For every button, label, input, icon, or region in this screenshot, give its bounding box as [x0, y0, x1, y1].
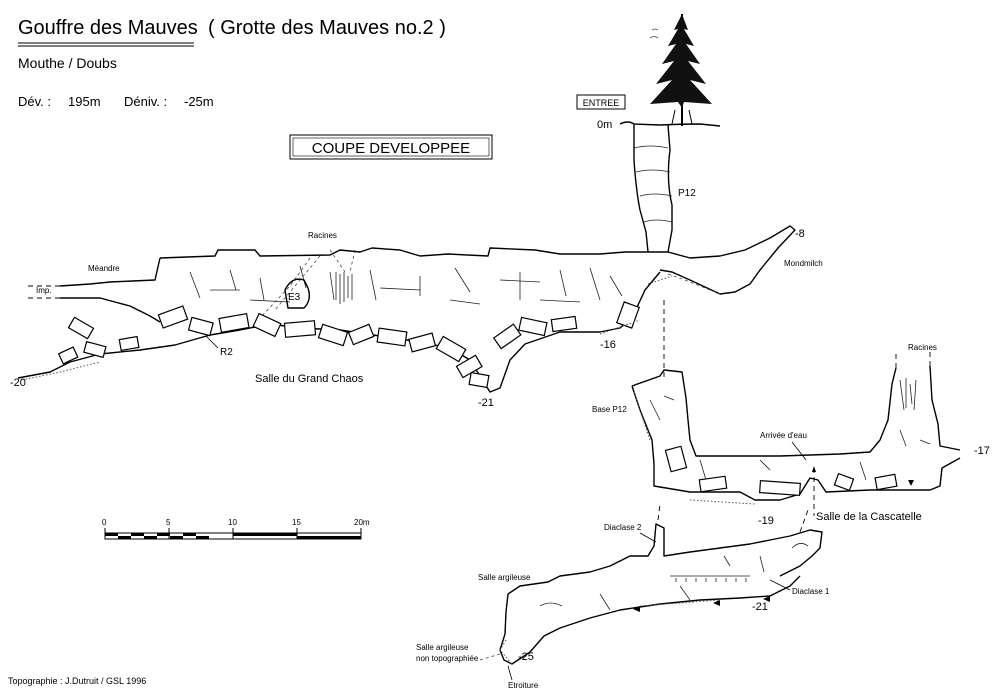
minus21-lower-depth: -21: [752, 601, 768, 613]
meandre-label: Méandre: [88, 264, 120, 273]
scale-tick-15: 15: [292, 518, 301, 527]
minus25-depth: -25: [518, 651, 534, 663]
minus21-upper-depth: -21: [478, 397, 494, 409]
r2-label: R2: [220, 347, 233, 358]
scale-tick-20: 20m: [354, 518, 370, 527]
survey-location: Mouthe / Doubs: [18, 55, 117, 71]
entrance-label: ENTREE: [583, 98, 620, 108]
scale-tick-5: 5: [166, 518, 171, 527]
entrance-marker: ENTREE: [576, 94, 626, 110]
survey-alt-name: ( Grotte des Mauves no.2 ): [208, 17, 446, 39]
arrivee-pointer: [791, 441, 807, 461]
etroiture-label: Etroiture: [508, 681, 539, 690]
diaclase2-label: Diaclase 2: [604, 523, 642, 532]
minus16-depth: -16: [600, 339, 616, 351]
shaft-p12: P12: [633, 124, 696, 253]
diaclase1-pointer: [769, 579, 791, 591]
scale-tick-10: 10: [228, 518, 237, 527]
minus19-depth: -19: [758, 515, 774, 527]
section-type-box: COUPE DEVELOPPEE: [289, 134, 493, 160]
r2-pointer: [205, 335, 219, 349]
imp-label: Imp.: [36, 286, 52, 295]
cascatelle-gallery: [631, 352, 961, 516]
salle-argileuse-label: Salle argileuse: [478, 573, 531, 582]
minus8-depth: -8: [795, 228, 805, 240]
e3-label: E3: [288, 292, 301, 303]
etroiture-pointer: [507, 665, 513, 681]
upper-gallery: [17, 225, 796, 393]
survey-credits: Topographie : J.Dutruit / GSL 1996: [8, 676, 146, 686]
arrivee-eau-label: Arrivée d'eau: [760, 431, 807, 440]
racines-upper-label: Racines: [308, 231, 337, 240]
scale-bar: 0 5 10 15 20m: [102, 518, 370, 540]
surface-line: [619, 121, 721, 127]
development-label: Dév. :: [18, 94, 51, 109]
minus17-depth: -17: [974, 445, 990, 457]
mondmilch-label: Mondmilch: [784, 259, 823, 268]
p12-label: P12: [678, 188, 696, 199]
base-p12-label: Base P12: [592, 405, 627, 414]
minus20-depth: -20: [10, 377, 26, 389]
survey-title: Gouffre des Mauves: [18, 17, 198, 39]
development-value: 195m: [68, 94, 101, 109]
denivellation-value: -25m: [184, 94, 214, 109]
section-type-label: COUPE DEVELOPPEE: [312, 140, 470, 157]
fir-tree-icon: [649, 14, 712, 126]
diaclase2-pointer: [639, 532, 657, 543]
lower-gallery: [479, 503, 823, 665]
denivellation-label: Déniv. :: [124, 94, 167, 109]
cascatelle-label: Salle de la Cascatelle: [816, 511, 922, 523]
racines-right-label: Racines: [908, 343, 937, 352]
grand-chaos-label: Salle du Grand Chaos: [255, 373, 364, 385]
entrance-depth: 0m: [597, 119, 612, 131]
scale-tick-0: 0: [102, 518, 107, 527]
salle-argileuse-nt-label-1: Salle argileuse: [416, 643, 469, 652]
salle-argileuse-nt-label-2: non topographiée: [416, 654, 479, 663]
diaclase1-label: Diaclase 1: [792, 587, 830, 596]
